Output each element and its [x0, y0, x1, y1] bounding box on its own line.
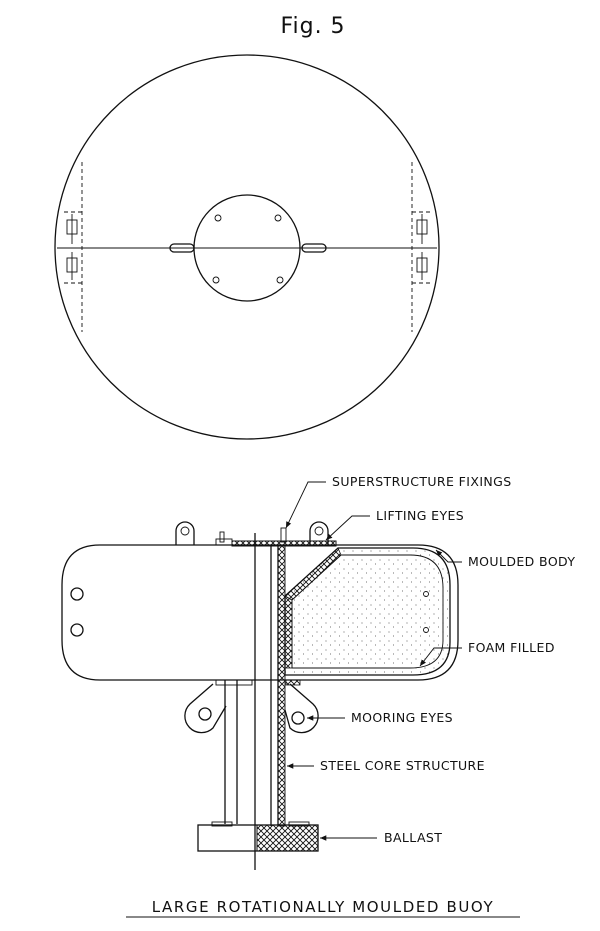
callout-steel-core-structure: STEEL CORE STRUCTURE	[320, 758, 485, 773]
callout-lifting-eyes: LIFTING EYES	[376, 508, 464, 523]
plan-view	[54, 54, 440, 440]
plan-bolt-right	[416, 214, 428, 280]
lifting-eye-left	[175, 521, 195, 545]
callout-mooring-eyes: MOORING EYES	[351, 710, 453, 725]
lifting-eye-right	[309, 521, 329, 545]
callout-foam-filled: FOAM FILLED	[468, 640, 555, 655]
drawing-title: LARGE ROTATIONALLY MOULDED BUOY	[152, 898, 495, 916]
callout-moulded-body: MOULDED BODY	[468, 554, 575, 569]
superstructure-fixing-pin	[280, 527, 287, 543]
section-view	[61, 521, 459, 870]
buoy-body-outline	[61, 544, 459, 681]
plan-mooring-slot-right	[301, 243, 327, 253]
plate-bolt-hole	[212, 276, 220, 284]
callout-superstructure-fixings: SUPERSTRUCTURE FIXINGS	[332, 474, 512, 489]
steel-core-wall	[277, 544, 286, 827]
moulded-shell-inner	[291, 554, 444, 669]
callouts: SUPERSTRUCTURE FIXINGS LIFTING EYES MOUL…	[285, 474, 575, 845]
plan-mooring-slot-left	[169, 243, 195, 253]
figure-label: Fig. 5	[280, 14, 345, 39]
mooring-eye-right	[284, 683, 319, 734]
plate-bolt-hole	[276, 276, 284, 284]
foam-fill-region	[284, 547, 451, 676]
callout-ballast: BALLAST	[384, 830, 442, 845]
plan-outer-circle	[54, 54, 440, 440]
plan-bolt-left	[66, 214, 78, 280]
mooring-eye-left	[184, 683, 227, 734]
end-fixing-hole	[70, 587, 84, 601]
plate-bolt-hole	[214, 214, 222, 222]
ballast-hatched	[256, 824, 319, 852]
end-fixing-hole	[70, 623, 84, 637]
plate-bolt-hole	[274, 214, 282, 222]
